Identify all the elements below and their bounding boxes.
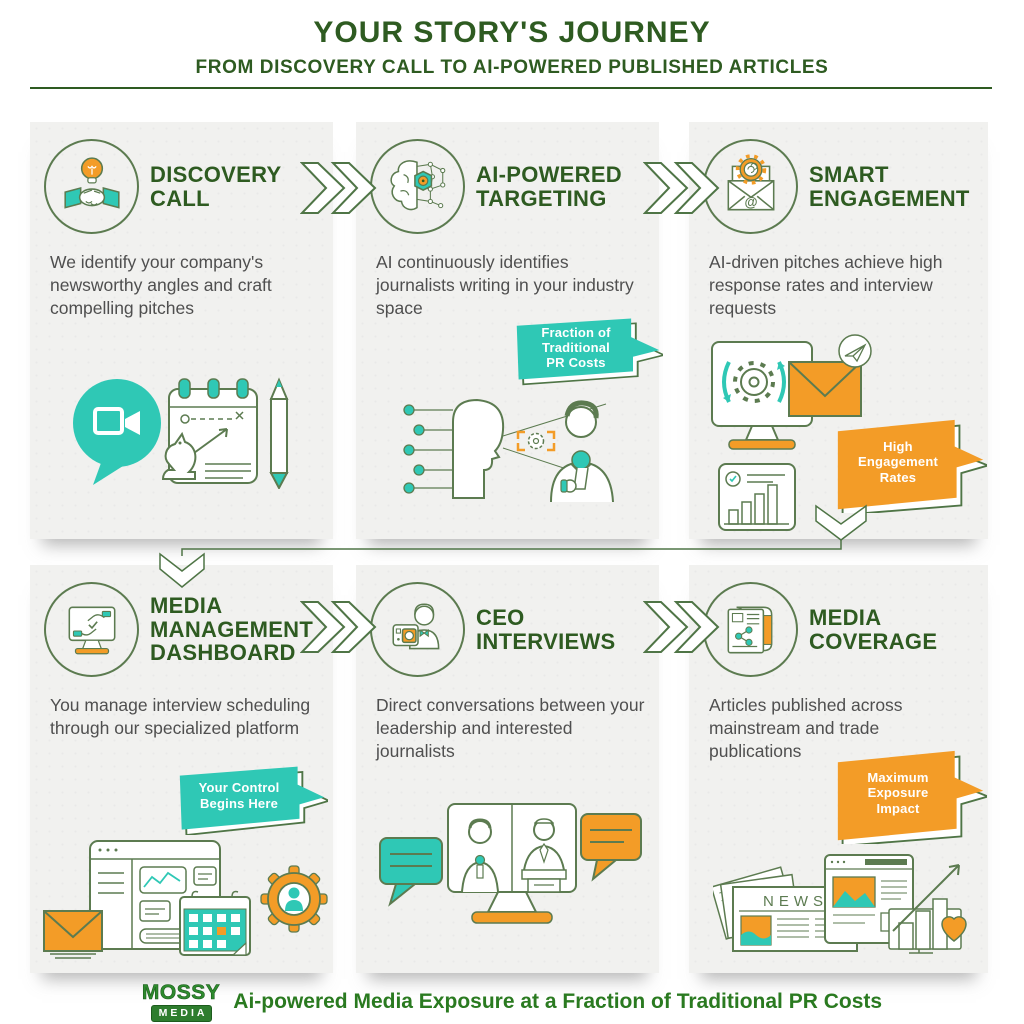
response-chart-icon: [718, 463, 796, 531]
media-coverage-badge: [703, 582, 798, 677]
panel-description: AI-driven pitches achieve high response …: [709, 252, 943, 318]
teal-speech-bubble-icon: [379, 837, 443, 907]
target-scan-icon: [516, 430, 556, 452]
panel-header: MEDIA MANAGEMENT DASHBOARD: [44, 582, 313, 677]
panel-description: AI continuously identifies journalists w…: [376, 252, 634, 318]
automation-monitor-icon: [711, 341, 813, 450]
panel-smart-engagement: @ SMART ENGAGEMENT AI-driven pitches ach…: [689, 122, 988, 539]
inbox-envelope-icon: [43, 910, 103, 959]
video-interview-illustration: [379, 803, 642, 924]
lightbulb-handshake-icon: [63, 156, 120, 209]
interview-monitor-icon: [447, 803, 577, 924]
logo-wordmark-bottom: MEDIA: [150, 1005, 212, 1022]
dashboard-illustration: [43, 840, 328, 959]
footer-tagline: Ai-powered Media Exposure at a Fraction …: [233, 990, 883, 1013]
monitor-hands-icon: [68, 606, 115, 654]
connector-line: [181, 540, 842, 556]
logo-wordmark-top: MOSSY: [141, 981, 221, 1005]
strategy-notepad-icon: [161, 378, 258, 484]
user-gear-icon: [260, 865, 328, 933]
panel-title: CEO INTERVIEWS: [476, 604, 616, 654]
page-subtitle: FROM DISCOVERY CALL TO AI-POWERED PUBLIS…: [195, 57, 829, 78]
panel-description: We identify your company's newsworthy an…: [50, 252, 272, 318]
panel-header: DISCOVERY CALL: [44, 139, 281, 234]
callout-your-control-begins-here: Your Control Begins Here: [176, 763, 328, 835]
pitch-envelope-icon: [788, 361, 862, 417]
orange-speech-bubble-icon: [580, 813, 642, 882]
video-call-notes-illustration: [73, 377, 289, 489]
panel-title: AI-POWERED TARGETING: [476, 161, 622, 211]
journalist-icon: [550, 400, 614, 502]
calendar-icon: [179, 890, 251, 956]
ai-targeting-illustration: [403, 398, 614, 502]
envelope-at-icon: @: [727, 153, 774, 210]
panel-header: @ SMART ENGAGEMENT: [703, 139, 970, 234]
ceo-interviews-badge: [370, 582, 465, 677]
footer: MOSSY MEDIA Ai-powered Media Exposure at…: [0, 979, 1024, 1024]
panel-discovery-call: DISCOVERY CALL We identify your company'…: [30, 122, 333, 539]
page-title: YOUR STORY'S JOURNEY: [313, 16, 711, 49]
media-coverage-illustration: NEWS: [713, 854, 967, 954]
growth-chart-icon: [888, 864, 967, 954]
panel-description: Direct conversations between your leader…: [376, 695, 645, 761]
discovery-call-badge: [44, 139, 139, 234]
dashboard-badge: [44, 582, 139, 677]
header-divider: [30, 87, 992, 89]
pencil-icon: [269, 377, 289, 489]
panel-header: CEO INTERVIEWS: [370, 582, 616, 677]
video-chat-bubble-icon: [73, 379, 161, 485]
panel-header: MEDIA COVERAGE: [703, 582, 937, 677]
panel-header: AI-POWERED TARGETING: [370, 139, 622, 234]
panel-title: DISCOVERY CALL: [150, 161, 282, 211]
callout-fraction-of-pr-costs: Fraction of Traditional PR Costs: [513, 316, 663, 386]
callout-high-engagement-rates: High Engagement Rates: [835, 418, 987, 513]
panel-description: Articles published across mainstream and…: [709, 695, 903, 761]
ai-targeting-badge: [370, 139, 465, 234]
brain-network-icon: [389, 159, 445, 210]
newspaper-share-icon: [727, 606, 772, 653]
person-camera-icon: [391, 602, 439, 649]
panel-media-coverage: MEDIA COVERAGE Articles published across…: [689, 565, 988, 973]
svg-text:@: @: [744, 194, 757, 209]
send-plane-icon: [838, 334, 872, 368]
panel-ceo-interviews: CEO INTERVIEWS Direct conversations betw…: [356, 565, 659, 973]
smart-engagement-illustration: [711, 334, 872, 531]
mossy-media-logo: MOSSY MEDIA: [142, 982, 220, 1022]
smart-engagement-badge: @: [703, 139, 798, 234]
panel-ai-powered-targeting: AI-POWERED TARGETING AI continuously ide…: [356, 122, 663, 539]
panel-media-management-dashboard: MEDIA MANAGEMENT DASHBOARD You manage in…: [30, 565, 333, 973]
panel-title: SMART ENGAGEMENT: [809, 161, 970, 211]
callout-maximum-exposure-impact: Maximum Exposure Impact: [835, 749, 987, 844]
panel-description: You manage interview scheduling through …: [50, 695, 311, 738]
panel-title: MEDIA MANAGEMENT DASHBOARD: [150, 592, 314, 666]
news-pages-icon: NEWS: [713, 866, 858, 952]
svg-text:NEWS: NEWS: [763, 893, 828, 910]
panel-title: MEDIA COVERAGE: [809, 604, 938, 654]
circuit-head-icon: [403, 398, 505, 499]
